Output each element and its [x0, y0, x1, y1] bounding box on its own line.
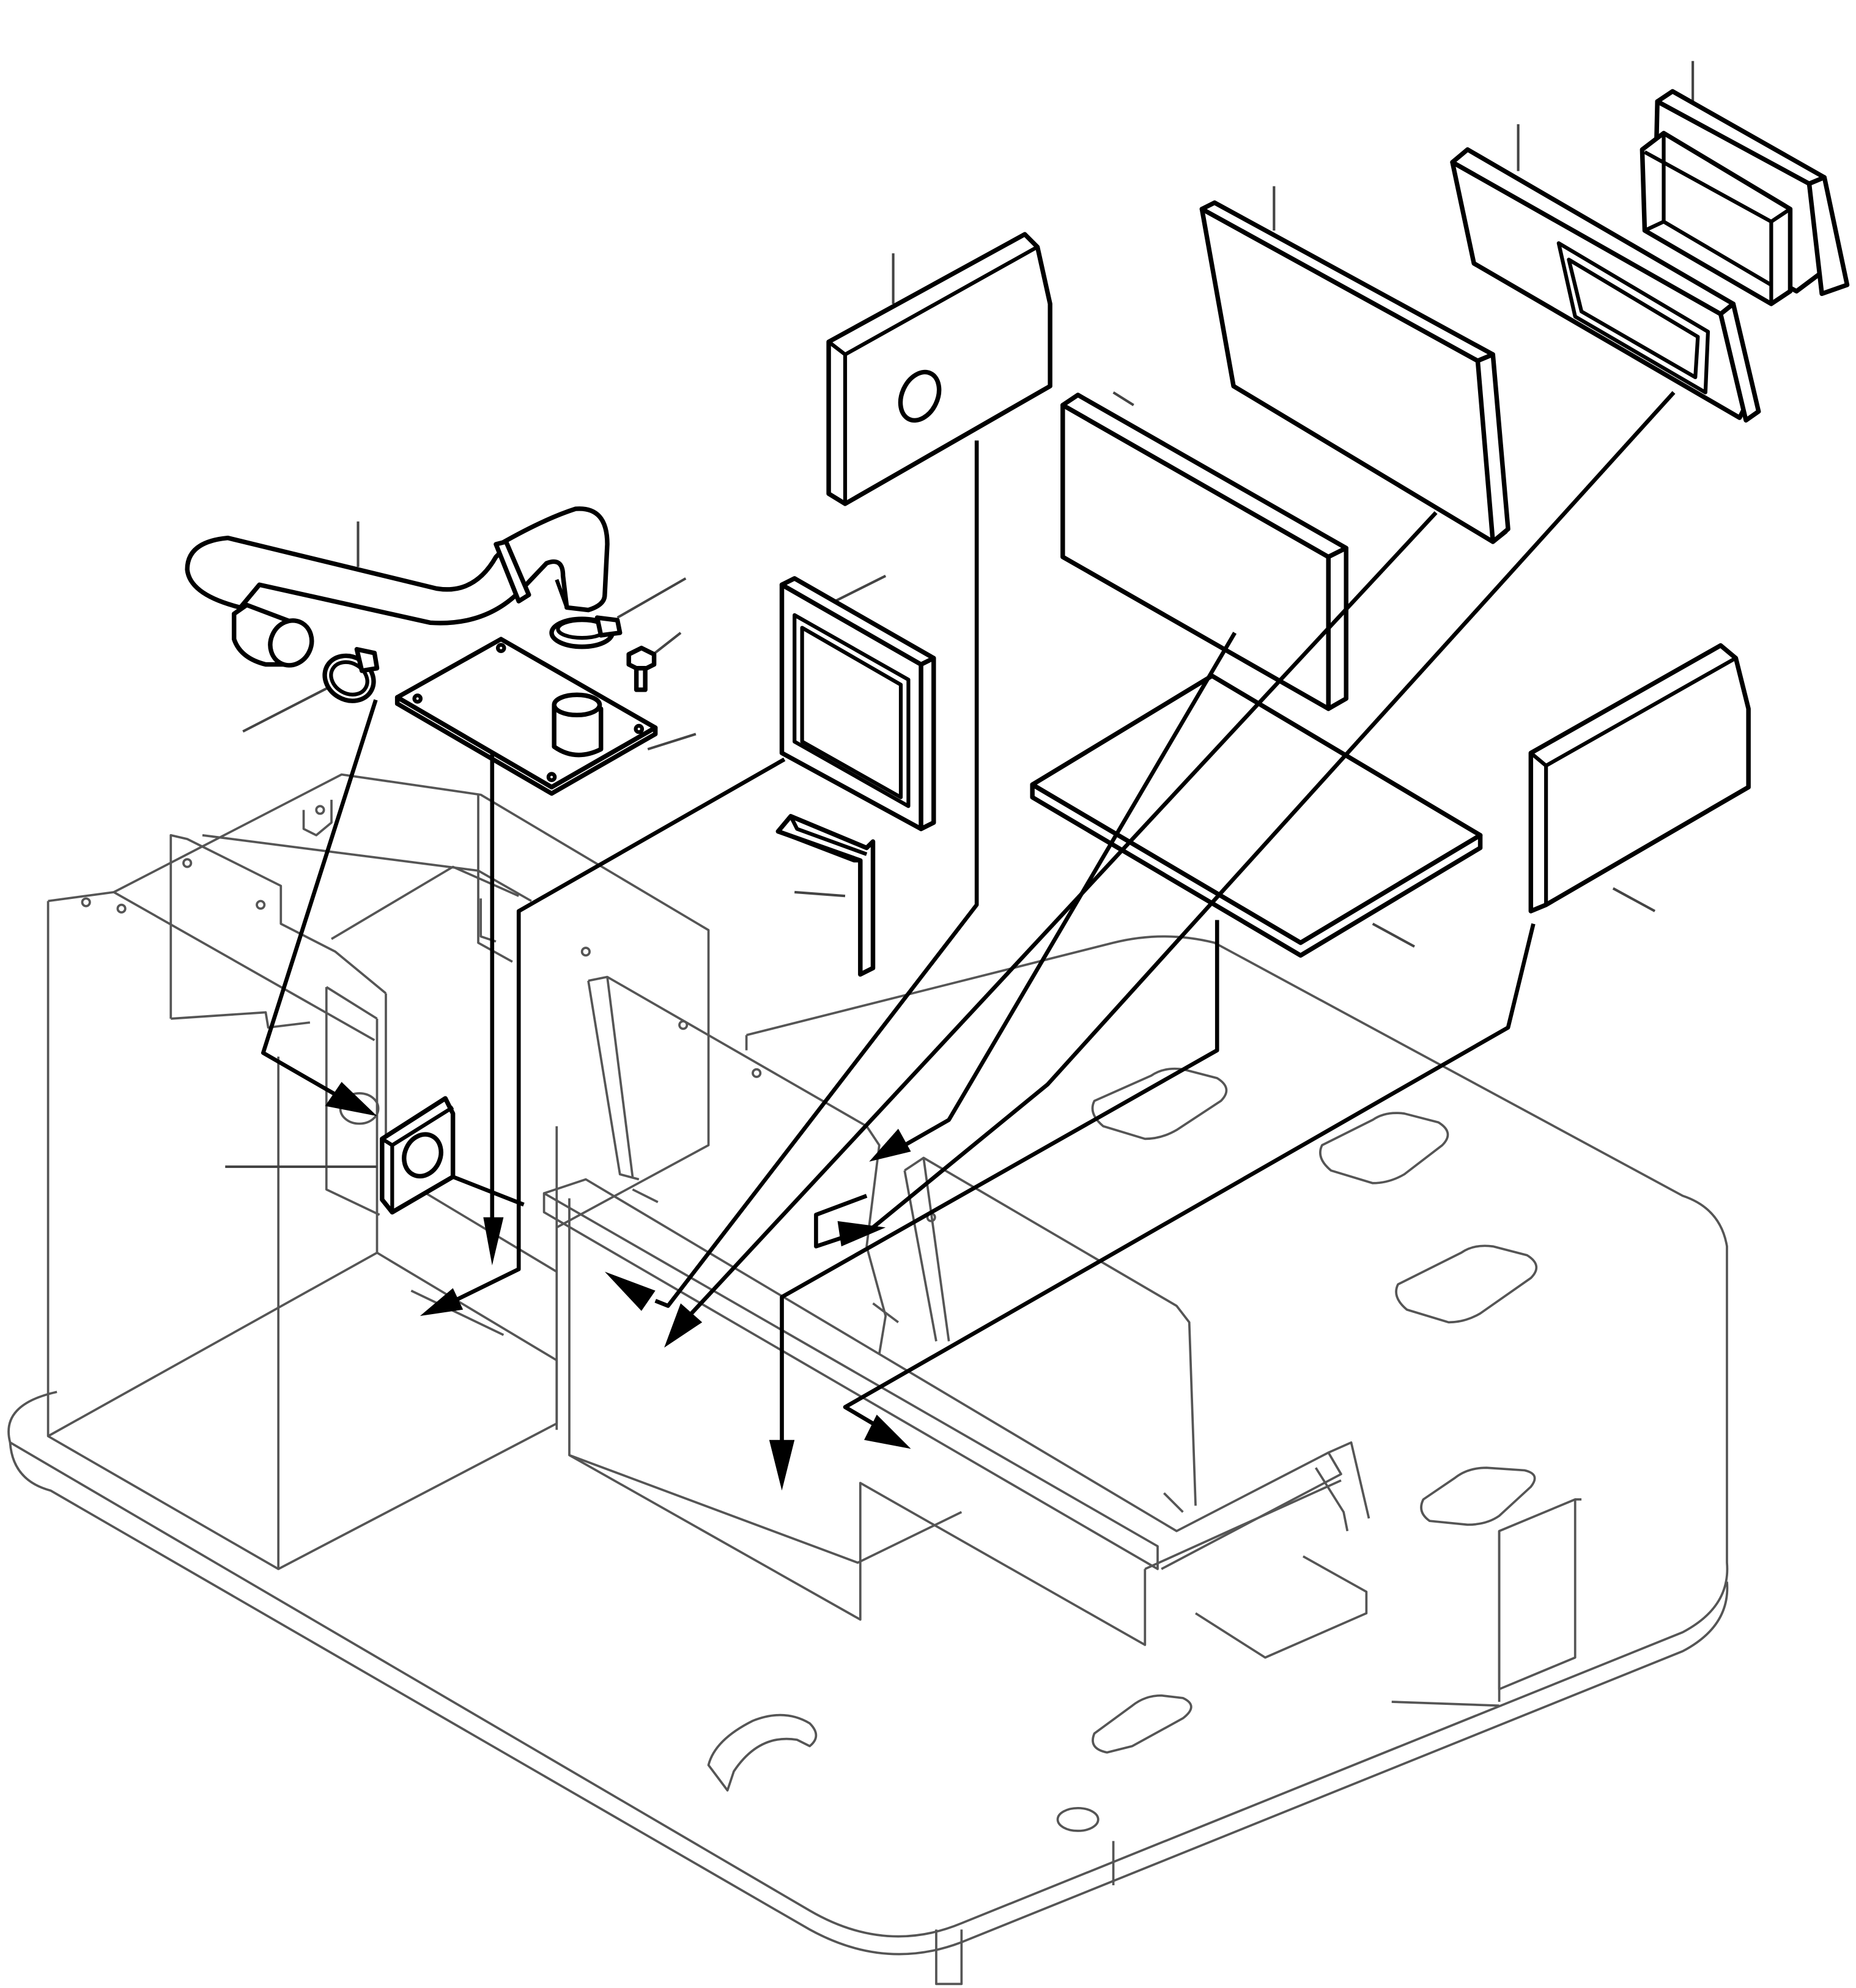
arrow-head	[769, 1439, 795, 1491]
hose-assembly	[185, 506, 610, 668]
arrow-head	[864, 1414, 911, 1449]
arrow-head	[420, 1288, 464, 1317]
leader-lines	[225, 61, 1695, 1168]
rectangular-duct-frame	[1640, 89, 1850, 306]
arrow-head	[604, 1271, 656, 1311]
square-grommet-plate	[380, 1096, 456, 1215]
assembly-arrows	[261, 391, 1676, 1491]
hose-clamp-left	[322, 647, 380, 703]
hose-clamp-right	[549, 615, 623, 649]
arrow-head	[483, 1217, 504, 1266]
square-frame-panel	[779, 576, 936, 832]
window-frame-panel	[1450, 147, 1761, 423]
panel-with-hole	[826, 232, 1052, 506]
arrow-head	[837, 1221, 886, 1247]
arrow-head	[325, 1082, 377, 1117]
side-panel-right	[1528, 643, 1751, 914]
arrow-head	[869, 1128, 911, 1162]
bolt	[626, 645, 657, 692]
large-panel-rear	[1199, 200, 1510, 544]
mounting-plate-with-pipe	[394, 637, 658, 796]
horizontal-floor-panel	[1030, 673, 1483, 958]
arrow-head	[664, 1303, 703, 1348]
base-frame-structure	[7, 773, 1729, 1986]
panel-middle	[1060, 393, 1348, 711]
angle-bracket	[775, 814, 876, 977]
